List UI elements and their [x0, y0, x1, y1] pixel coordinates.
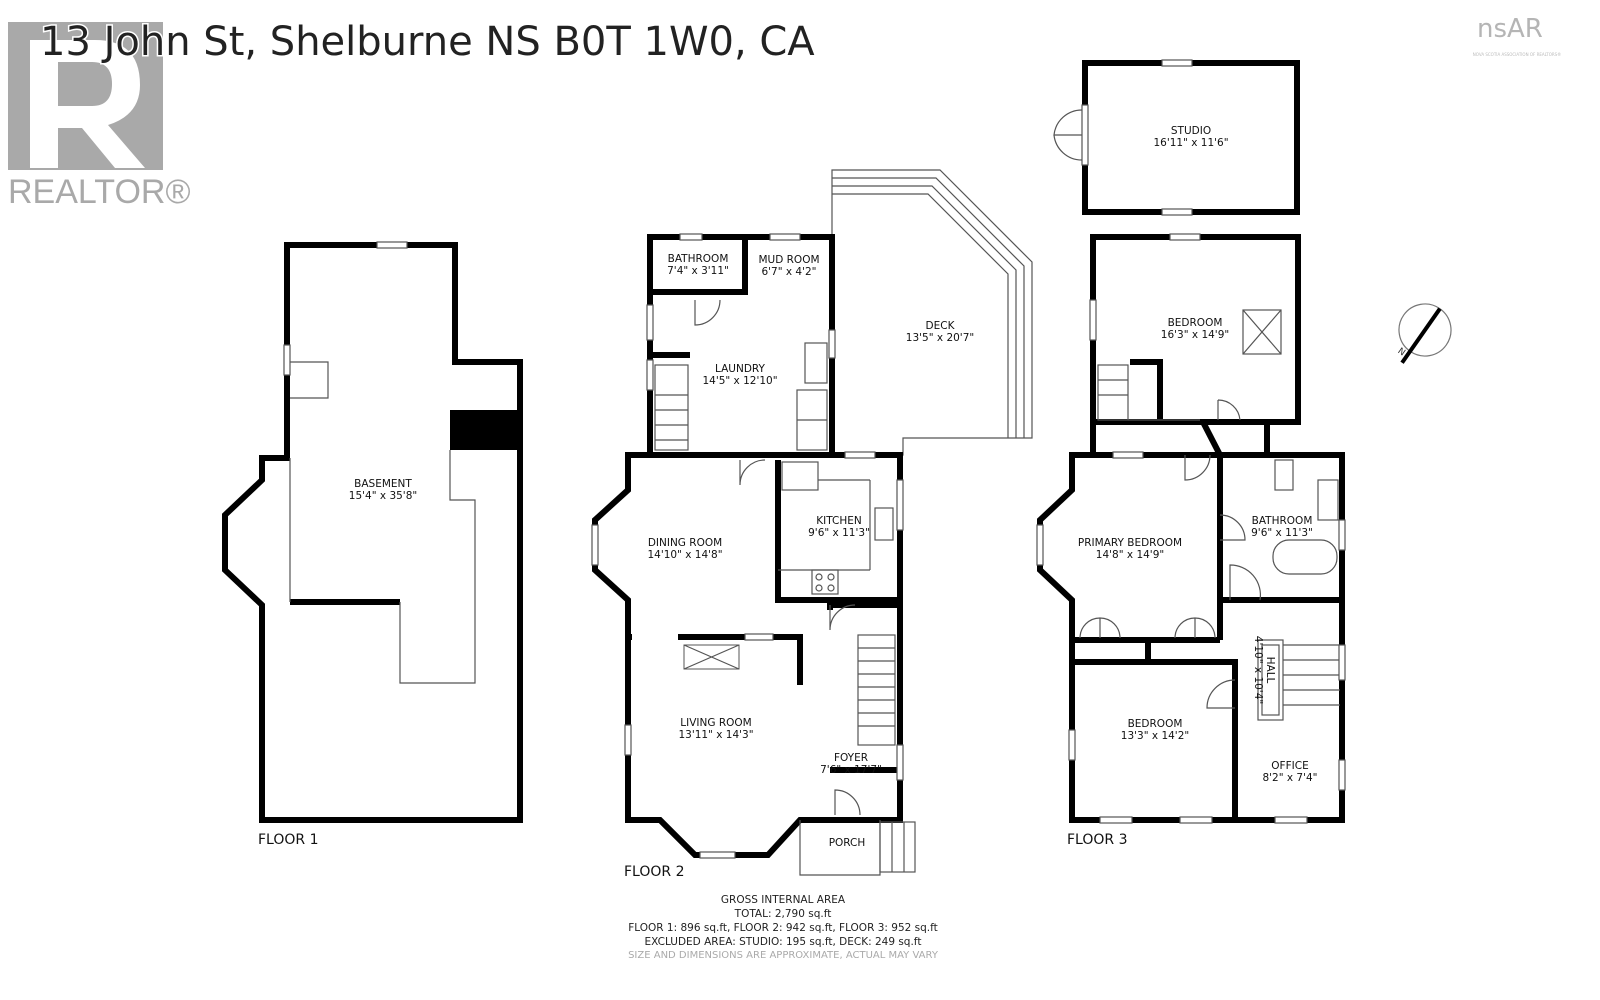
room-dims: 14'10" x 14'8" [647, 549, 722, 561]
room-label: BEDROOM [1128, 718, 1183, 730]
room-dims: 16'11" x 11'6" [1153, 137, 1228, 149]
room-dims: 15'4" x 35'8" [349, 490, 417, 502]
room-label: OFFICE [1271, 760, 1308, 772]
room-dims: 14'5" x 12'10" [702, 375, 777, 387]
room-label: STUDIO [1171, 125, 1211, 137]
floor-3-plan: STUDIO 16'11" x 11'6" BEDROOM 16'3" x 14… [1036, 59, 1346, 848]
room-dims: 6'7" x 4'2" [761, 266, 816, 278]
room-dims: 7'6" x 17'7" [820, 764, 882, 776]
area-disclaimer: SIZE AND DIMENSIONS ARE APPROXIMATE, ACT… [628, 950, 939, 961]
floor-1-plan: BASEMENT 15'4" x 35'8" FLOOR 1 [222, 241, 523, 848]
room-label: KITCHEN [816, 515, 862, 527]
floor-label: FLOOR 2 [624, 864, 684, 880]
floor-label: FLOOR 3 [1067, 832, 1127, 848]
room-dims: 13'3" x 14'2" [1121, 730, 1189, 742]
room-label: BASEMENT [354, 478, 412, 490]
area-excluded: EXCLUDED AREA: STUDIO: 195 sq.ft, DECK: … [645, 936, 922, 948]
floor-2-plan: BATHROOM 7'4" x 3'11" MUD ROOM 6'7" x 4'… [591, 169, 1033, 880]
floor-label: FLOOR 1 [258, 832, 318, 848]
compass-north-label: N [1396, 346, 1407, 358]
room-dims: 9'6" x 11'3" [1251, 527, 1313, 539]
room-dims: 13'11" x 14'3" [678, 729, 753, 741]
listing-title: 13 John St, Shelburne NS B0T 1W0, CA [40, 19, 815, 65]
room-dims: 8'2" x 7'4" [1262, 772, 1317, 784]
room-label: BATHROOM [668, 253, 729, 265]
floor-3-labels: STUDIO 16'11" x 11'6" BEDROOM 16'3" x 14… [1078, 125, 1318, 784]
floor-2-labels: BATHROOM 7'4" x 3'11" MUD ROOM 6'7" x 4'… [647, 253, 974, 849]
room-dims: 4'10" x 10'4" [1252, 636, 1264, 704]
room-label: MUD ROOM [758, 254, 819, 266]
room-label: PORCH [829, 837, 866, 849]
room-dims: 9'6" x 11'3" [808, 527, 870, 539]
room-label: LIVING ROOM [680, 717, 751, 729]
room-label: BATHROOM [1252, 515, 1313, 527]
room-label: DINING ROOM [648, 537, 722, 549]
area-summary: GROSS INTERNAL AREA TOTAL: 2,790 sq.ft F… [628, 894, 939, 961]
room-dims: 14'8" x 14'9" [1096, 549, 1164, 561]
room-label: LAUNDRY [715, 363, 766, 375]
room-dims: 13'5" x 20'7" [906, 332, 974, 344]
room-label: PRIMARY BEDROOM [1078, 537, 1182, 549]
room-dims: 16'3" x 14'9" [1161, 329, 1229, 341]
room-label: FOYER [834, 752, 868, 764]
compass-icon: N [1396, 303, 1452, 364]
realtor-logo: REALTOR® [8, 22, 191, 211]
nsar-logo-text: nsAR [1477, 14, 1543, 44]
nsar-logo-subtext: NOVA SCOTIA ASSOCIATION OF REALTORS® [1473, 52, 1561, 57]
area-floors: FLOOR 1: 896 sq.ft, FLOOR 2: 942 sq.ft, … [628, 922, 938, 934]
room-label: HALL [1264, 657, 1276, 684]
area-heading: GROSS INTERNAL AREA [721, 894, 846, 906]
room-label: DECK [926, 320, 956, 332]
realtor-logo-text: REALTOR® [8, 173, 191, 211]
room-dims: 7'4" x 3'11" [667, 265, 729, 277]
area-total: TOTAL: 2,790 sq.ft [734, 908, 832, 920]
room-label: BEDROOM [1168, 317, 1223, 329]
nsar-logo: nsAR NOVA SCOTIA ASSOCIATION OF REALTORS… [1473, 14, 1561, 57]
